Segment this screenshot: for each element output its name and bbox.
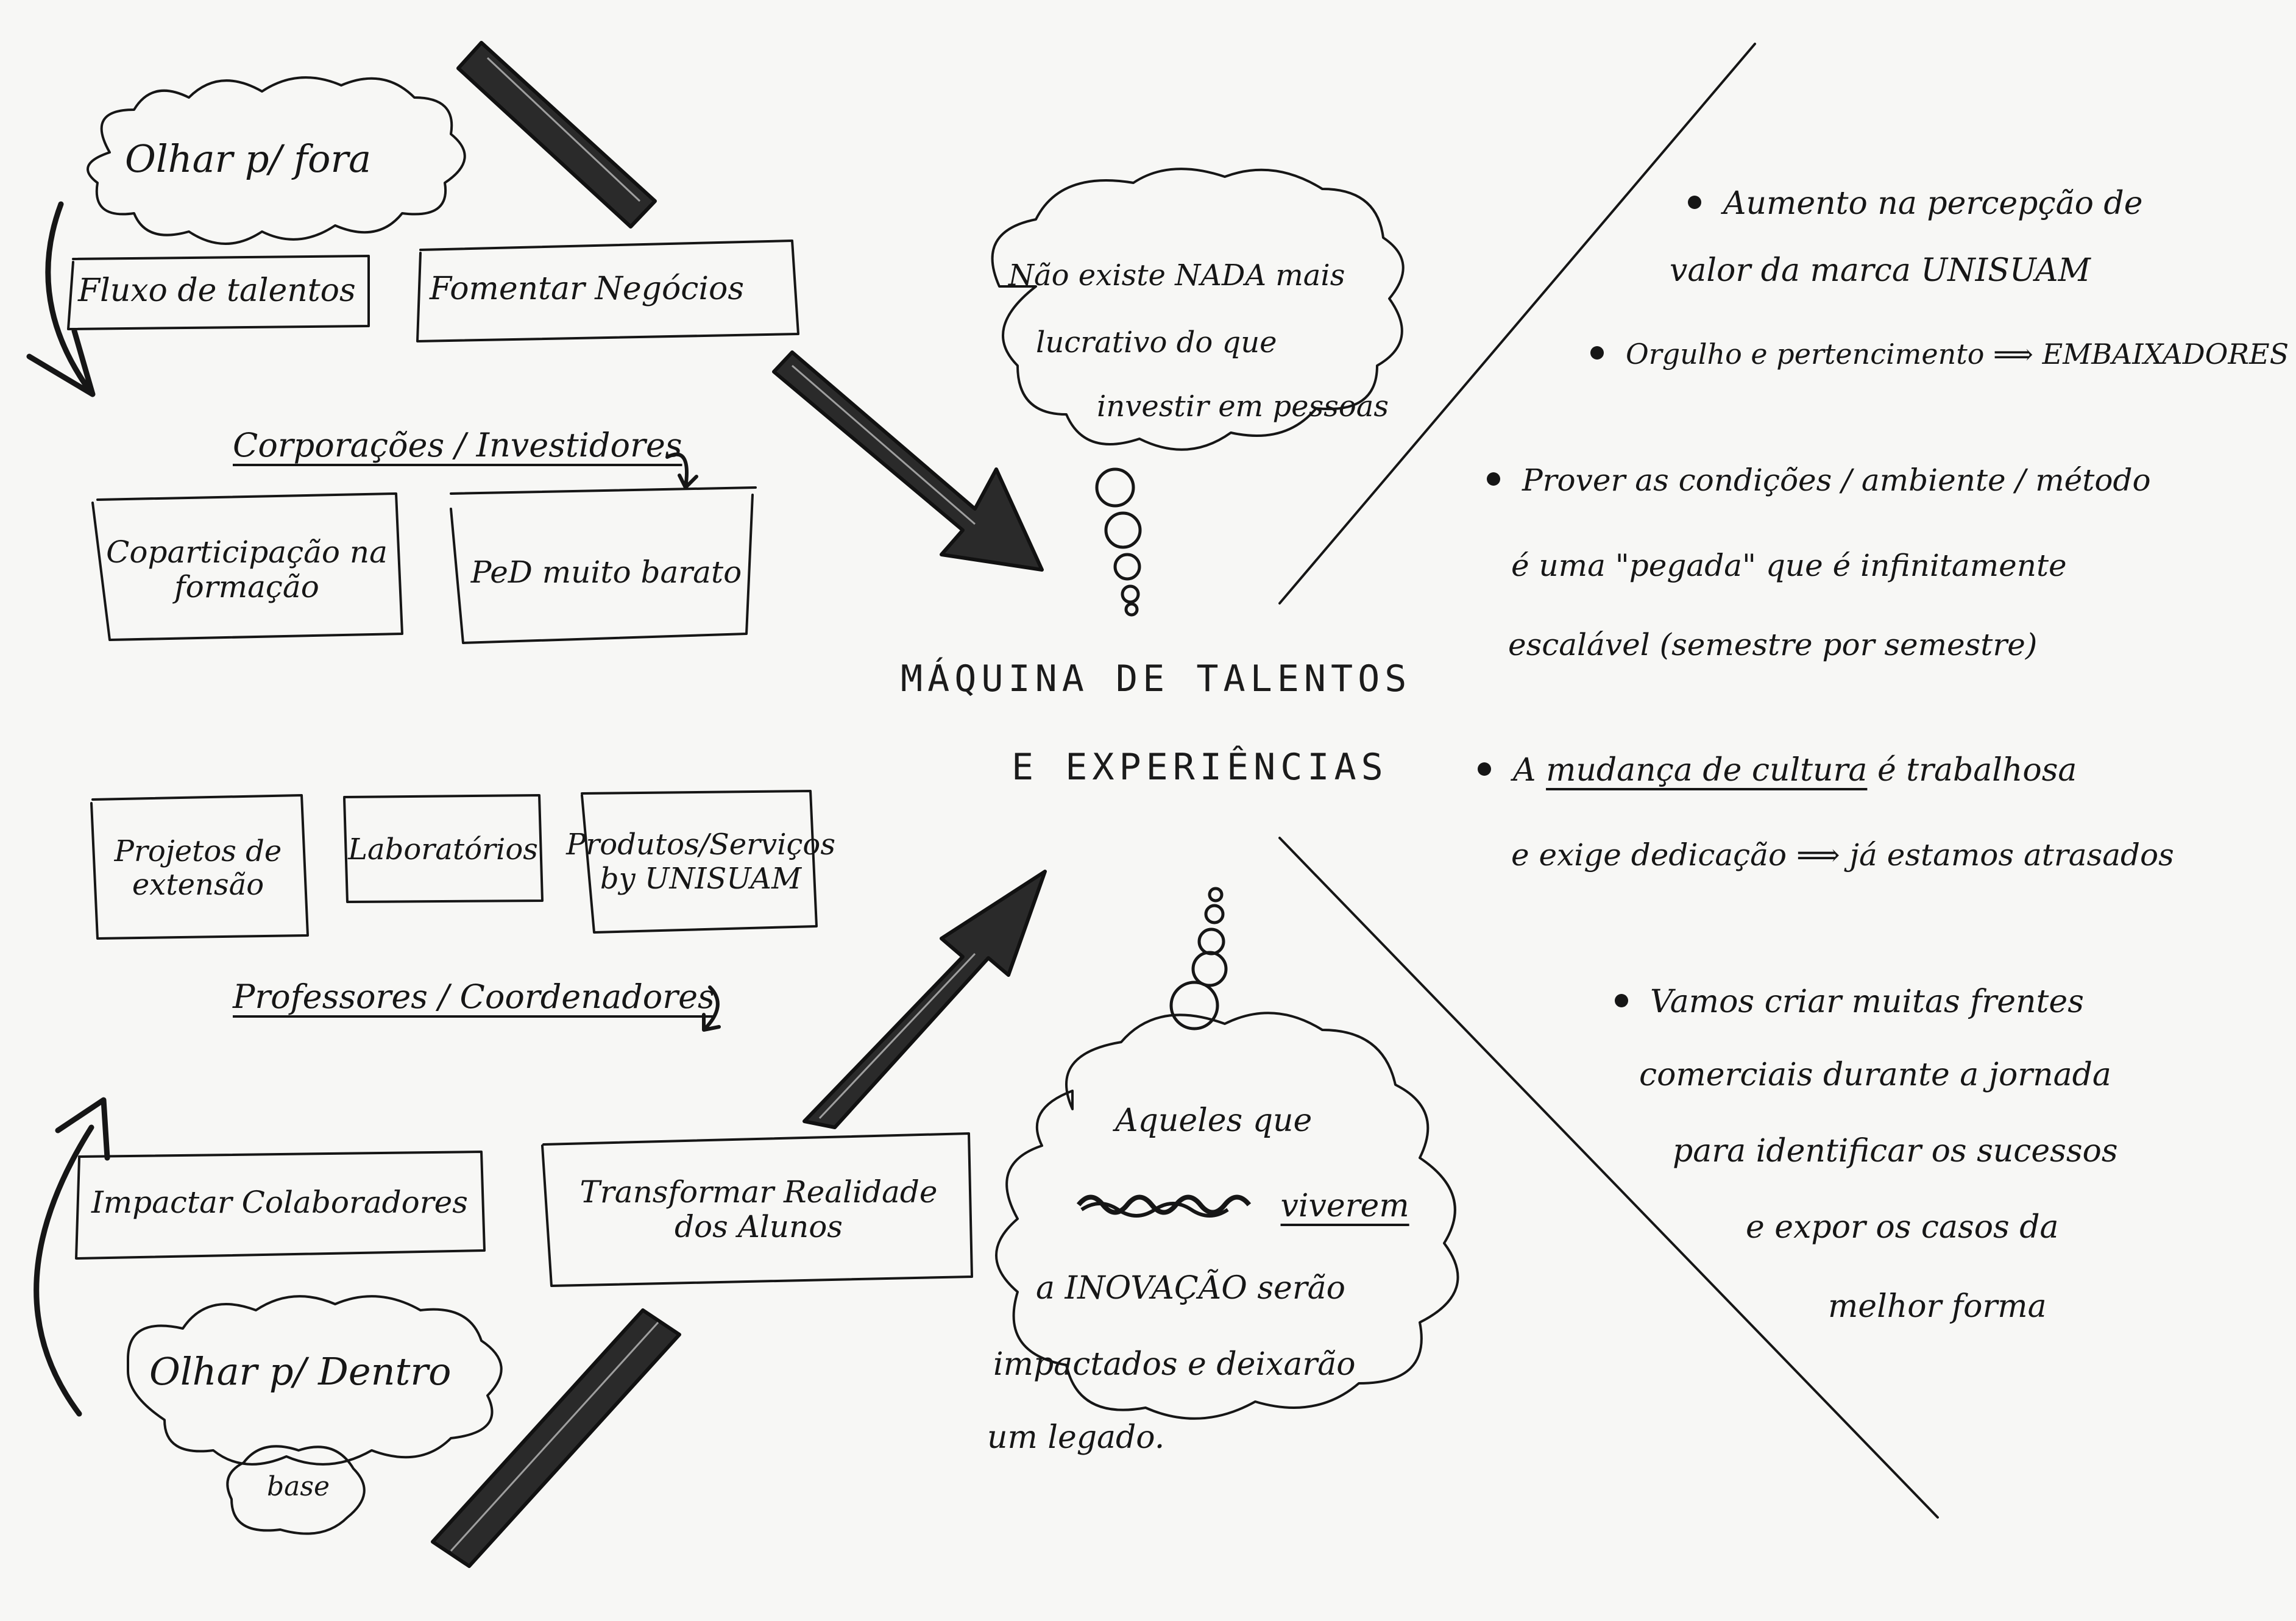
thought-bottom-live-word: viverem — [1280, 1188, 1409, 1224]
note-5-line3: para identificar os sucessos — [1673, 1133, 2118, 1169]
box-outline-business — [416, 239, 799, 342]
note-4-line1: A mudança de cultura é trabalhosa — [1478, 752, 2077, 789]
box-outline-collaborators — [75, 1151, 486, 1260]
note-4-line2: e exige dedicação ⟹ já estamos atrasados — [1511, 837, 2174, 873]
arrowhead-outward — [26, 328, 96, 397]
bullet-dot — [1478, 762, 1491, 776]
box-labs: Laboratórios — [348, 832, 538, 867]
box-outline-extension — [90, 794, 309, 940]
note-1-line1: Aumento na percepção de — [1688, 185, 2143, 222]
center-title-line2: E EXPERIÊNCIAS — [1012, 746, 1388, 789]
divider-line-bottom — [1278, 837, 1939, 1519]
curved-arrow-inward — [34, 1124, 94, 1417]
note-5-line5: melhor forma — [1828, 1288, 2047, 1325]
divider-line-top — [1278, 43, 1756, 605]
box-impact-collaborators: Impactar Colaboradores — [91, 1185, 468, 1220]
thought-top-line1: Não existe NADA mais — [1008, 258, 1345, 293]
thought-cloud-top — [991, 168, 1405, 451]
note-4-underlined: mudança de cultura — [1546, 752, 1868, 789]
thought-top-line3: investir em pessoas — [1097, 389, 1389, 424]
box-ped: PeD muito barato — [470, 555, 742, 591]
inward-base-note: base — [267, 1471, 330, 1502]
note-5-line2: comerciais durante a jornada — [1639, 1057, 2111, 1093]
box-outline-labs — [343, 794, 544, 903]
thought-bottom-line1: Aqueles que — [1115, 1102, 1313, 1139]
inward-heading: Olhar p/ Dentro — [149, 1349, 452, 1394]
box-outline-coparticipation — [91, 492, 403, 641]
box-transform-students: Transformar Realidade dos Alunos — [579, 1174, 938, 1244]
thought-bottom-line2: viverem — [1075, 1188, 1409, 1225]
box-outline-students — [541, 1132, 973, 1287]
arrow-bottom-left-deco — [431, 1308, 681, 1568]
thought-bottom-line4: impactados e deixarão — [993, 1346, 1356, 1383]
box-products-services: Produtos/Serviços by UNISUAM — [566, 828, 835, 896]
cloud-outline-inward — [127, 1295, 503, 1466]
arrow-top-left-deco — [456, 41, 657, 229]
bullet-dot — [1590, 346, 1604, 360]
center-title-line1: MÁQUINA DE TALENTOS — [901, 658, 1412, 700]
note-3-line2: é uma "pegada" que é infinitamente — [1511, 548, 2067, 583]
crossed-out-word — [1076, 1194, 1252, 1218]
group-label-corporations: Corporações / Investidores — [233, 426, 682, 464]
cloud-outline-outward — [87, 76, 466, 245]
box-talent-flow: Fluxo de talentos — [78, 272, 356, 309]
box-coparticipation: Coparticipação na formação — [106, 534, 388, 605]
note-3-line1: Prover as condições / ambiente / método — [1487, 463, 2151, 498]
thought-cloud-bottom — [995, 1012, 1459, 1420]
bullet-dot — [1688, 195, 1701, 209]
thought-top-line2: lucrativo do que — [1036, 325, 1277, 360]
note-1-line2: valor da marca UNISUAM — [1670, 252, 2091, 289]
note-5-line4: e expor os casos da — [1746, 1209, 2059, 1246]
box-outline-talent-flow — [67, 255, 370, 330]
note-5-line1: Vamos criar muitas frentes — [1615, 984, 2084, 1021]
arrow-to-center-bottom — [803, 870, 1047, 1129]
outward-heading: Olhar p/ fora — [125, 137, 372, 181]
box-business: Fomentar Negócios — [430, 271, 745, 307]
thought-bottom-line5: um legado. — [987, 1419, 1165, 1456]
bullet-dot — [1615, 993, 1628, 1007]
box-outline-products — [581, 790, 818, 934]
box-outline-ped — [450, 494, 754, 644]
bullet-dot — [1487, 472, 1500, 486]
note-2: Orgulho e pertencimento ⟹ EMBAIXADORES — [1590, 338, 2289, 371]
curved-arrow-outward — [45, 201, 94, 396]
thought-bottom-line3: a INOVAÇÃO serão — [1036, 1270, 1345, 1307]
box-extension-projects: Projetos de extensão — [114, 834, 282, 902]
group-label-professors: Professores / Coordenadores — [233, 977, 715, 1016]
arrow-to-center-top — [772, 350, 1044, 572]
note-3-line3: escalável (semestre por semestre) — [1508, 627, 2038, 662]
